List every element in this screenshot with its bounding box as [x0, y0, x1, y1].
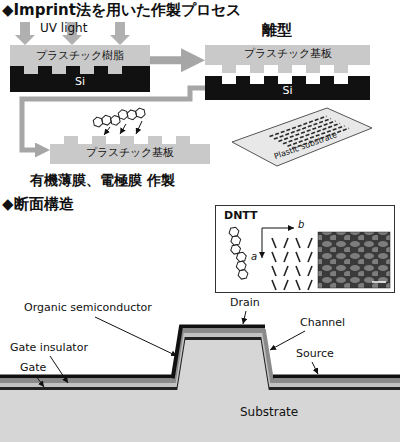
ring — [118, 109, 129, 121]
node-text: プラスチック基板 — [205, 48, 370, 61]
ring — [135, 107, 146, 119]
source-electrode — [273, 375, 400, 379]
deposition-arrow — [104, 127, 110, 135]
ring — [93, 116, 104, 128]
page-title: ◆Imprint法を用いた作製プロセス — [2, 2, 342, 19]
leader-line — [243, 311, 246, 324]
node-text: DNTT — [224, 210, 284, 223]
ring — [127, 109, 138, 121]
light-label: UV light — [40, 22, 120, 36]
uv-arrow — [15, 22, 35, 45]
node-shape — [50, 136, 210, 164]
part-label: Gate insulator — [10, 342, 120, 355]
node-text: Substrate — [240, 406, 350, 420]
ring — [110, 115, 121, 127]
node-shape — [0, 340, 400, 442]
leader-line — [312, 362, 318, 374]
part-label: Channel — [300, 317, 380, 330]
part-label: Organic semiconductor — [24, 302, 194, 315]
node-shape — [232, 108, 372, 166]
axis-label: a — [251, 251, 271, 263]
leader-line — [95, 317, 177, 356]
silicon-mold: Si — [10, 66, 150, 92]
node-shape — [205, 76, 370, 100]
node-shape — [205, 45, 370, 73]
node-outline — [232, 100, 372, 170]
ring — [101, 114, 112, 126]
device-substrate: Plastic substrate — [232, 100, 372, 170]
section-title: ◆断面構造 — [2, 196, 152, 213]
inset-box: DNTT — [215, 205, 395, 293]
leader-line — [50, 356, 68, 383]
silicon-mold: Si — [205, 76, 370, 100]
process-arrow — [150, 56, 193, 64]
node-text: Si — [205, 85, 370, 98]
uv-arrow — [110, 22, 130, 45]
deposition-arrow — [136, 121, 142, 134]
step-label: 有機薄膜、電極膜 作製 — [30, 172, 230, 188]
node-text: プラスチック基板 — [50, 147, 210, 160]
node-shape — [10, 66, 150, 92]
part-label: Source — [296, 348, 366, 361]
part-label: Drain — [230, 297, 280, 310]
leader-line — [36, 376, 44, 387]
step-label: 離型 — [262, 22, 322, 39]
plastic-substrate: プラスチック基板 — [205, 45, 370, 73]
node-text: Si — [10, 76, 150, 89]
plastic-substrate: プラスチック基板 — [50, 136, 210, 164]
node-text: プラスチック樹脂 — [10, 50, 150, 63]
axis-label: b — [298, 219, 318, 231]
deposition-arrow — [120, 124, 126, 134]
part-label: Gate — [20, 362, 70, 375]
molecule — [92, 105, 146, 129]
